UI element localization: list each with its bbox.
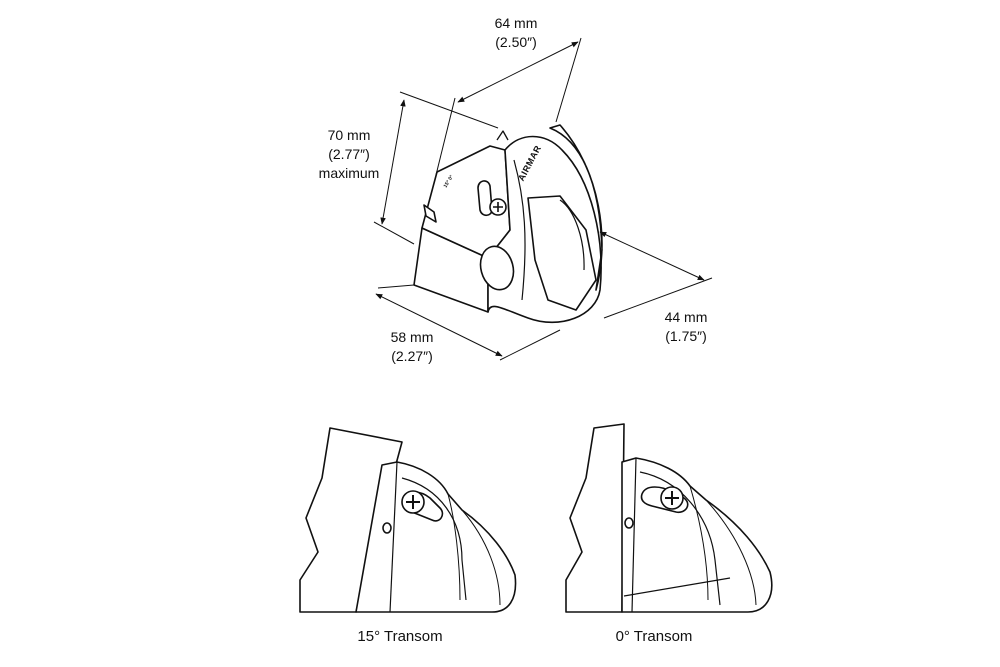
transom-plate-0 [565,423,625,613]
depth-metric: 44 mm [664,309,708,325]
height-dimension-label: 70 mm (2.77″) maximum [304,126,394,183]
bracket-body-15 [355,461,517,613]
bracket-body-0 [621,457,773,613]
length-dimension-label: 58 mm (2.27″) [374,328,450,366]
height-note: maximum [318,165,380,181]
caption-0-degree-transom: 0° Transom [615,628,693,645]
length-metric: 58 mm [390,329,434,345]
dimension-lines [373,37,713,361]
depth-imperial: (1.75″) [665,328,707,344]
pivot-pin [423,204,437,223]
bracket-rear-flange [549,124,603,291]
side-view-0-degree [565,423,773,613]
height-metric: 70 mm [327,127,371,143]
caption-15-degree-transom: 15° Transom [357,628,443,645]
dimension-line-width [457,41,579,103]
height-imperial: (2.77″) [328,146,370,162]
width-metric: 64 mm [494,15,538,31]
dimension-line-height [380,99,406,225]
length-imperial: (2.27″) [391,348,433,364]
depth-dimension-label: 44 mm (1.75″) [648,308,724,346]
isometric-bracket-view: 15° 0° [413,124,603,323]
dimension-line-depth [599,231,705,281]
dimension-line-length [375,293,503,357]
side-view-15-degree [299,427,517,613]
mounting-hole [479,245,515,291]
width-dimension-label: 64 mm (2.50″) [478,14,554,52]
width-imperial: (2.50″) [495,34,537,50]
transducer-cradle [527,195,597,311]
